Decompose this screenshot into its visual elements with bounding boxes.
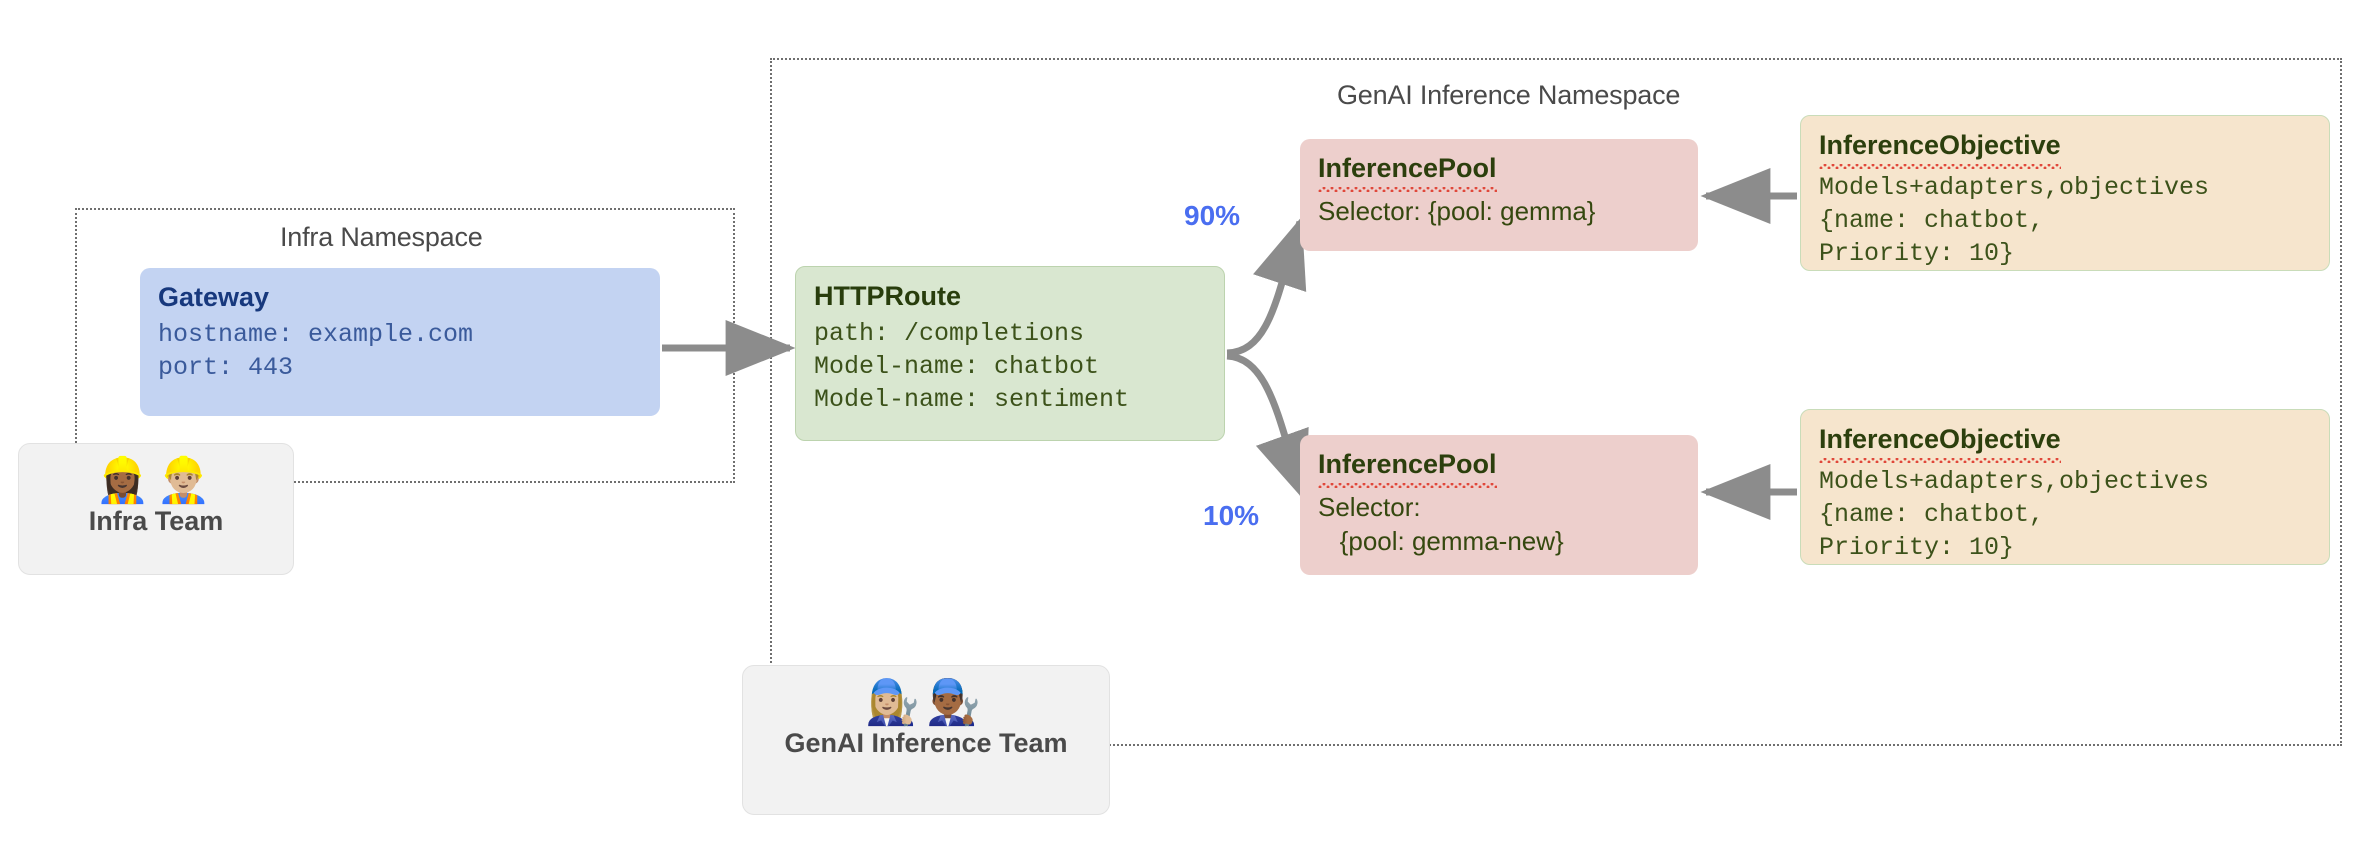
inferencepool-card-gemma[interactable]: InferencePool Selector: {pool: gemma} [1300, 139, 1698, 251]
traffic-split-label-10: 10% [1203, 500, 1260, 531]
namespace-title-infra: Infra Namespace [280, 222, 483, 252]
inferenceobjective-card-2[interactable]: InferenceObjective Models+adapters,objec… [1800, 409, 2330, 565]
gateway-card[interactable]: Gateway hostname: example.com port: 443 [140, 268, 660, 416]
team-label-infra: Infra Team [88, 506, 224, 537]
inferencepool-selector: Selector: {pool: gemma} [1318, 195, 1596, 226]
inferenceobjective-title: InferenceObjective [1819, 128, 2061, 169]
team-badge-infra[interactable]: 👷🏾‍♀️👷🏼‍♂️ Infra Team [18, 443, 294, 575]
team-label-genai: GenAI Inference Team [784, 728, 1068, 759]
inferenceobjective-body: Models+adapters,objectives {name: chatbo… [1819, 172, 2210, 268]
traffic-split-label-90: 90% [1184, 200, 1241, 231]
inferencepool-title: InferencePool [1318, 151, 1497, 192]
namespace-boundary-genai [770, 58, 2342, 746]
inferencepool-selector: Selector: {pool: gemma-new} [1318, 491, 1564, 556]
gateway-body: hostname: example.com port: 443 [158, 319, 474, 382]
namespace-title-genai: GenAI Inference Namespace [1337, 80, 1681, 110]
inferencepool-card-gemma-new[interactable]: InferencePool Selector: {pool: gemma-new… [1300, 435, 1698, 575]
inferencepool-title: InferencePool [1318, 447, 1497, 488]
mechanic-icon: 👩🏼‍🔧👨🏾‍🔧 [865, 678, 987, 727]
inferenceobjective-title: InferenceObjective [1819, 422, 2061, 463]
inferenceobjective-body: Models+adapters,objectives {name: chatbo… [1819, 466, 2210, 562]
httproute-body: path: /completions Model-name: chatbot M… [814, 318, 1130, 414]
team-badge-genai[interactable]: 👩🏼‍🔧👨🏾‍🔧 GenAI Inference Team [742, 665, 1110, 815]
gateway-title: Gateway [158, 282, 270, 312]
httproute-title: HTTPRoute [814, 281, 961, 311]
construction-worker-icon: 👷🏾‍♀️👷🏼‍♂️ [95, 456, 217, 505]
httproute-card[interactable]: HTTPRoute path: /completions Model-name:… [795, 266, 1225, 441]
inferenceobjective-card-1[interactable]: InferenceObjective Models+adapters,objec… [1800, 115, 2330, 271]
